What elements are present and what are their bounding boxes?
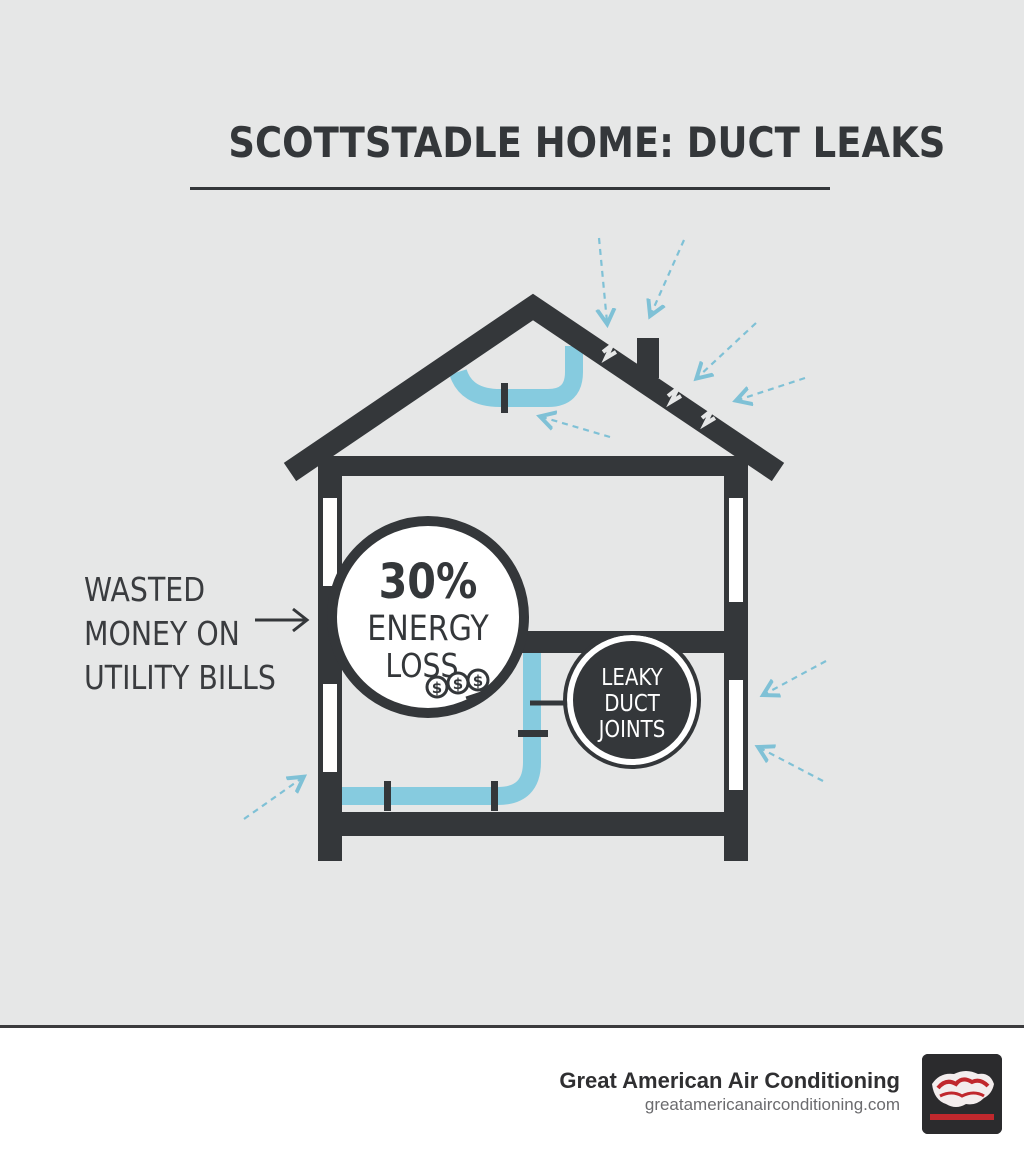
brand-url: greatamericanairconditioning.com [644, 1095, 900, 1114]
air-leak-arrow [765, 660, 827, 694]
lower-duct-joint-2 [491, 781, 498, 811]
air-leak-arrow [542, 417, 611, 439]
note-line-2: MONEY ON [84, 614, 240, 653]
air-leak-arrow [243, 778, 302, 820]
air-leak-arrows [243, 237, 827, 820]
dollar-coin-icon: $ [446, 671, 470, 695]
dollar-coin-icon: $ [425, 675, 449, 699]
note-pointer-arrow [255, 607, 310, 633]
brand-block: Great American Air Conditioning greatame… [559, 1068, 900, 1116]
lower-duct [342, 653, 541, 805]
air-leak-arrow [738, 376, 806, 400]
ceiling-beam [318, 456, 748, 476]
note-line-3: UTILITY BILLS [84, 658, 276, 697]
footer: Great American Air Conditioning greatame… [0, 1025, 1024, 1154]
roof-crack-3 [700, 408, 717, 430]
energy-line-2: LOSS [385, 647, 458, 686]
right-wall-gap-2 [729, 680, 743, 790]
wasted-money-note: WASTED MONEY ON UTILITY BILLS [84, 568, 276, 700]
brand-name: Great American Air Conditioning [559, 1068, 900, 1093]
title-underline [190, 187, 830, 190]
infographic: SCOTTSTADLE HOME: DUCT LEAKS WASTED MONE… [84, 118, 945, 861]
lower-duct-joint-3 [518, 730, 548, 737]
lower-duct-joint-1 [384, 781, 391, 811]
attic-duct [449, 346, 583, 407]
svg-text:$: $ [432, 679, 442, 697]
air-leak-arrow [698, 322, 757, 377]
attic-duct-joint [501, 383, 508, 413]
chimney [637, 338, 659, 378]
roof-crack-2 [666, 386, 683, 408]
joints-line-2: DUCT [604, 691, 660, 718]
dollar-coins: $ $ $ [425, 668, 491, 700]
air-leak-arrow [760, 748, 824, 782]
leaky-joints-circle [567, 635, 697, 765]
joints-line-1: LEAKY [601, 665, 663, 692]
dollar-coin-icon: $ [466, 668, 490, 692]
energy-line-1: ENERGY [367, 608, 489, 649]
joints-line-3: JOINTS [597, 717, 665, 744]
note-line-1: WASTED [84, 570, 206, 609]
right-wall-gap-1 [729, 498, 743, 602]
svg-text:$: $ [453, 675, 463, 693]
logo-icon [922, 1054, 1002, 1134]
house-illustration: 30% ENERGY LOSS $ $ $ LEAKY DUCT JOINTS [243, 237, 827, 861]
energy-loss-circle [327, 516, 529, 718]
svg-text:$: $ [473, 672, 483, 690]
energy-percent: 30% [379, 553, 478, 610]
roof-crack-1 [601, 343, 618, 364]
left-wall-gap-2 [323, 684, 337, 772]
left-wall-gap-1 [323, 498, 337, 586]
air-leak-arrow [651, 239, 686, 314]
bottom-floor [318, 812, 748, 836]
roof [283, 293, 785, 482]
air-leak-arrow [599, 237, 607, 322]
